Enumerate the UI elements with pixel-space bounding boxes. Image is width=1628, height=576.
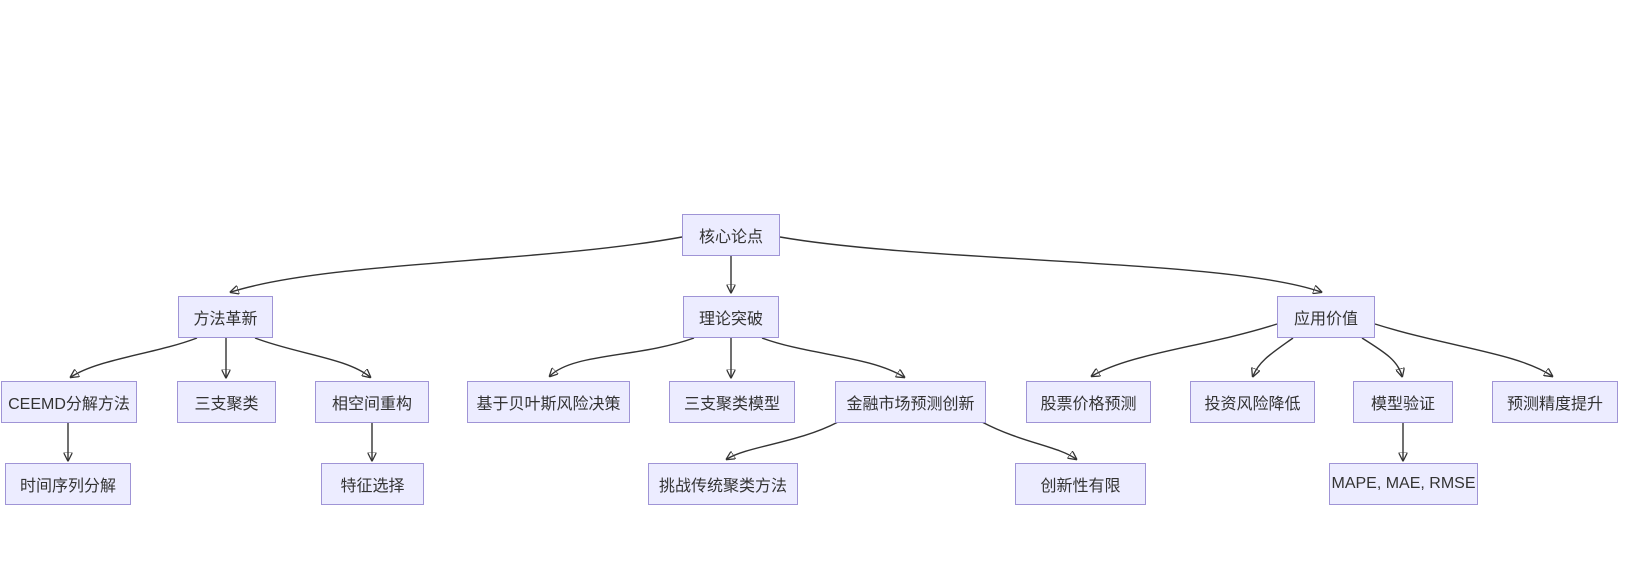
edge-method-to-ceemd (71, 337, 198, 377)
edge-application-to-validation (1361, 337, 1402, 376)
edge-application-to-stock (1092, 323, 1278, 376)
node-core-argument: 核心论点 (682, 214, 780, 256)
node-model-validation: 模型验证 (1353, 381, 1453, 423)
node-time-series-decomposition: 时间序列分解 (5, 463, 131, 505)
node-application-value: 应用价值 (1277, 296, 1375, 338)
edge-finance-to-challenge (727, 421, 839, 459)
edge-application-to-risk (1253, 337, 1294, 376)
node-theoretical-breakthrough: 理论突破 (683, 296, 779, 338)
node-limited-innovation: 创新性有限 (1015, 463, 1146, 505)
node-bayesian-risk-decision: 基于贝叶斯风险决策 (467, 381, 630, 423)
edge-theory-to-bayes (550, 337, 695, 376)
edge-theory-to-finance (761, 337, 904, 377)
edge-finance-to-limited (981, 421, 1076, 459)
edge-method-to-phase (254, 337, 370, 377)
node-stock-price-prediction: 股票价格预测 (1026, 381, 1151, 423)
edge-core-to-application (779, 236, 1321, 292)
node-error-metrics: MAPE, MAE, RMSE (1329, 463, 1478, 505)
node-three-way-clustering: 三支聚类 (177, 381, 276, 423)
node-challenge-traditional-clustering: 挑战传统聚类方法 (648, 463, 798, 505)
node-feature-selection: 特征选择 (321, 463, 424, 505)
node-prediction-accuracy-improvement: 预测精度提升 (1492, 381, 1618, 423)
node-financial-market-forecast: 金融市场预测创新 (835, 381, 986, 423)
node-method-innovation: 方法革新 (178, 296, 273, 338)
node-phase-space-reconstruction: 相空间重构 (315, 381, 429, 423)
node-investment-risk-reduction: 投资风险降低 (1190, 381, 1315, 423)
node-ceemd-decomposition: CEEMD分解方法 (1, 381, 137, 423)
edge-application-to-accuracy (1374, 323, 1552, 376)
node-three-way-clustering-model: 三支聚类模型 (669, 381, 795, 423)
edge-core-to-method (231, 236, 683, 292)
